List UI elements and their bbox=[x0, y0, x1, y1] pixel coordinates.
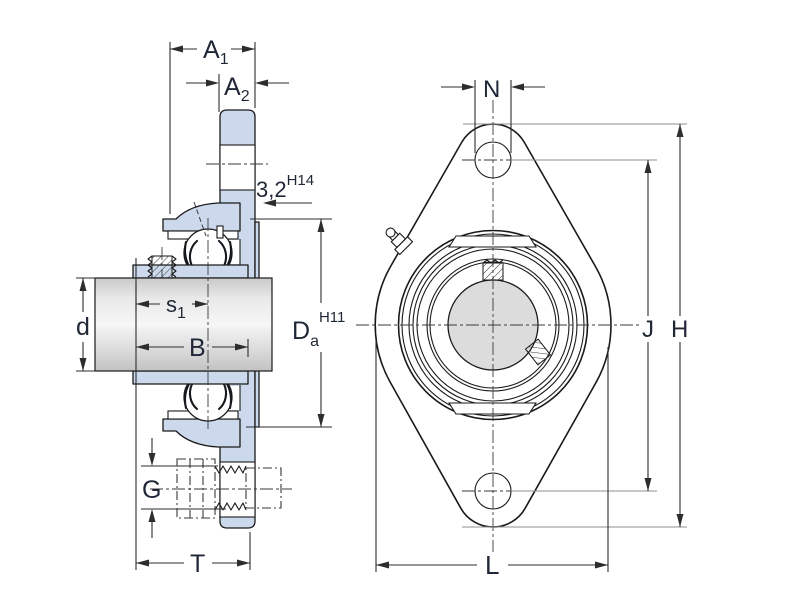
housing-section-top bbox=[162, 202, 241, 232]
dim-label-a1: A1 bbox=[203, 36, 229, 68]
grease-passage-hole bbox=[216, 225, 224, 239]
dimension-b: B bbox=[136, 334, 249, 362]
dimension-da: DaH11 bbox=[246, 218, 345, 428]
dimension-a2: A2 bbox=[186, 73, 289, 112]
insert-tab-bottom bbox=[447, 402, 538, 415]
set-screw-front-lower-right bbox=[524, 338, 552, 366]
dimension-j: J bbox=[642, 160, 654, 491]
dim-label-h: H bbox=[671, 316, 688, 343]
dim-label-s1: s1 bbox=[166, 292, 186, 322]
dim-label-groove: 3,2H14 bbox=[256, 172, 314, 202]
housing-section-bottom bbox=[162, 418, 241, 448]
dim-label-d: d bbox=[76, 313, 90, 341]
dimension-groove: 3,2H14 bbox=[256, 172, 314, 207]
dim-label-n: N bbox=[483, 76, 500, 103]
seal-top-right bbox=[217, 239, 233, 268]
dimension-a1: A1 bbox=[169, 36, 256, 214]
dim-label-da: DaH11 bbox=[292, 309, 345, 350]
dimension-l: L bbox=[375, 340, 609, 580]
dimension-g: G bbox=[141, 438, 226, 538]
seal-top-left bbox=[183, 239, 199, 268]
dim-label-g: G bbox=[142, 476, 161, 504]
side-section-view bbox=[94, 109, 292, 529]
flange-bolt-hole-top bbox=[219, 144, 256, 191]
dim-label-l: L bbox=[485, 550, 499, 580]
oval-flange-outline bbox=[374, 123, 612, 528]
dimension-d: d bbox=[76, 277, 96, 372]
dim-label-a2: A2 bbox=[224, 73, 250, 105]
dimension-n: N bbox=[441, 76, 545, 153]
grease-passage-leader bbox=[193, 201, 207, 237]
dim-label-j: J bbox=[642, 316, 654, 343]
dim-label-t: T bbox=[190, 550, 205, 578]
seal-bottom-right bbox=[217, 382, 233, 411]
seal-bottom-left bbox=[183, 382, 199, 411]
insert-tab-top bbox=[447, 235, 538, 248]
inner-ring-collar-bottom bbox=[132, 370, 249, 385]
dimension-t: T bbox=[135, 258, 251, 578]
grease-fitting bbox=[385, 227, 414, 256]
front-view bbox=[356, 100, 687, 552]
shaft bbox=[94, 277, 273, 372]
mounting-bolt-phantom bbox=[176, 458, 282, 519]
dimension-h: H bbox=[671, 124, 688, 527]
dim-label-b: B bbox=[189, 334, 206, 362]
